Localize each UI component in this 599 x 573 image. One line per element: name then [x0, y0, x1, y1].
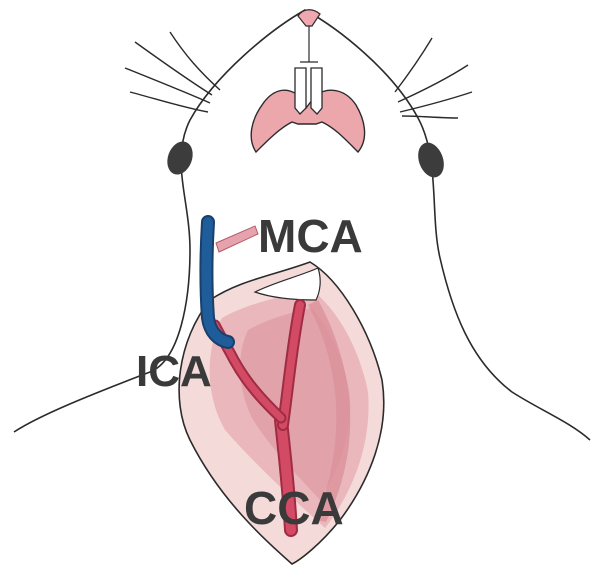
mouth-palate [251, 90, 364, 152]
label-ica: ICA [136, 347, 212, 396]
eye-left-icon [163, 138, 197, 178]
label-mca: MCA [258, 210, 363, 262]
mca-indicator [216, 226, 258, 252]
whiskers-right [395, 38, 472, 118]
eye-right-icon [414, 139, 449, 181]
whiskers-left [125, 32, 220, 112]
label-cca: CCA [244, 482, 344, 534]
nose [298, 10, 320, 26]
